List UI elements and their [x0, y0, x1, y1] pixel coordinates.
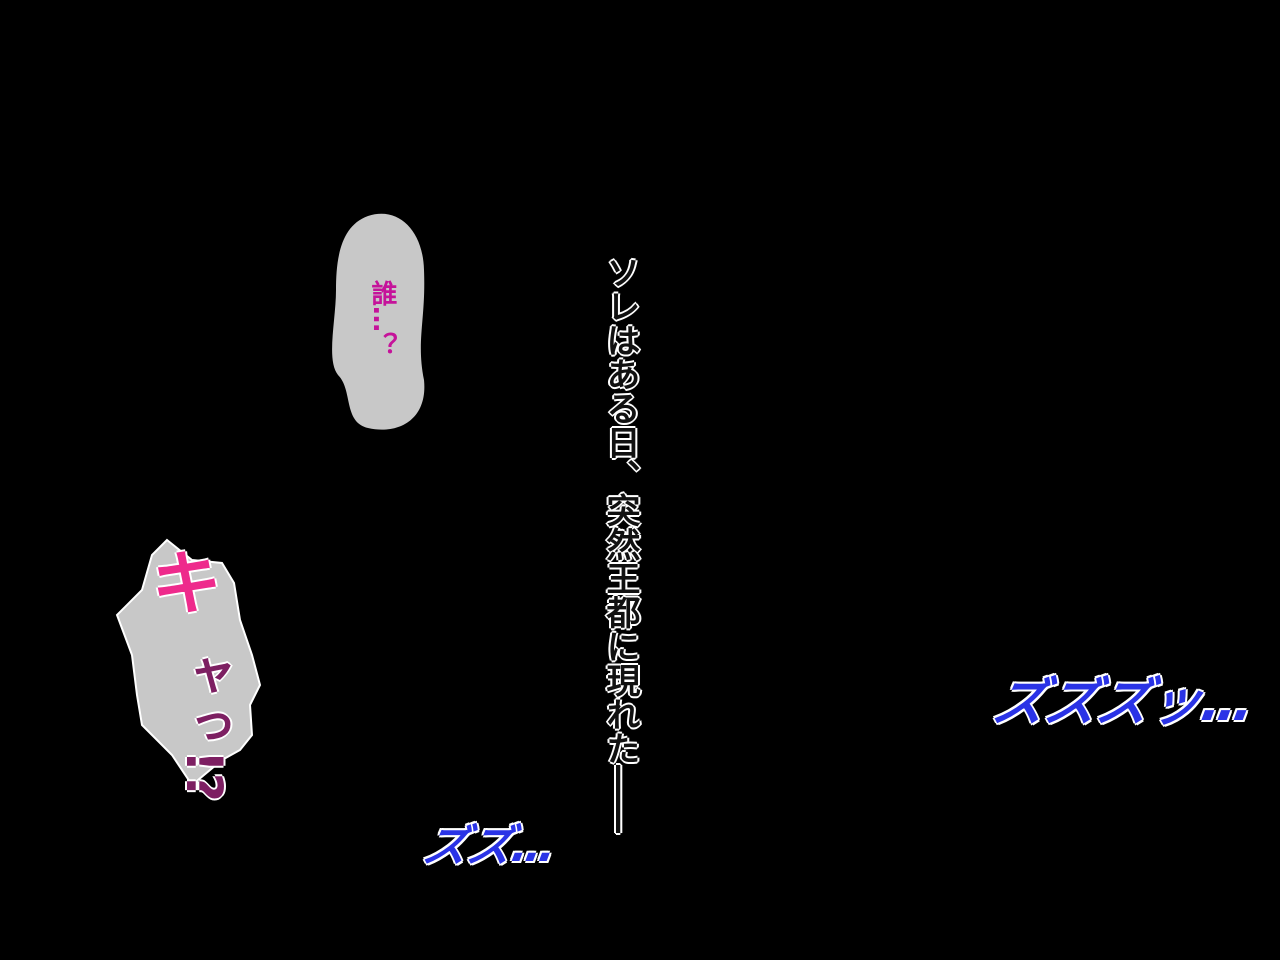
narration-text: ソレはある日、突然王都に現れた―― — [600, 255, 640, 833]
scream-burst-bubble — [115, 538, 262, 787]
speech-text: 誰…？ — [367, 280, 397, 358]
rumble-sfx-large: ズズズッ… — [988, 673, 1260, 733]
scream-text-ki: キ — [138, 545, 222, 617]
scream-text-rest: ャっ!? — [175, 650, 233, 802]
speech-bubble — [332, 213, 425, 430]
rumble-sfx-small: ズズ… — [419, 821, 561, 872]
